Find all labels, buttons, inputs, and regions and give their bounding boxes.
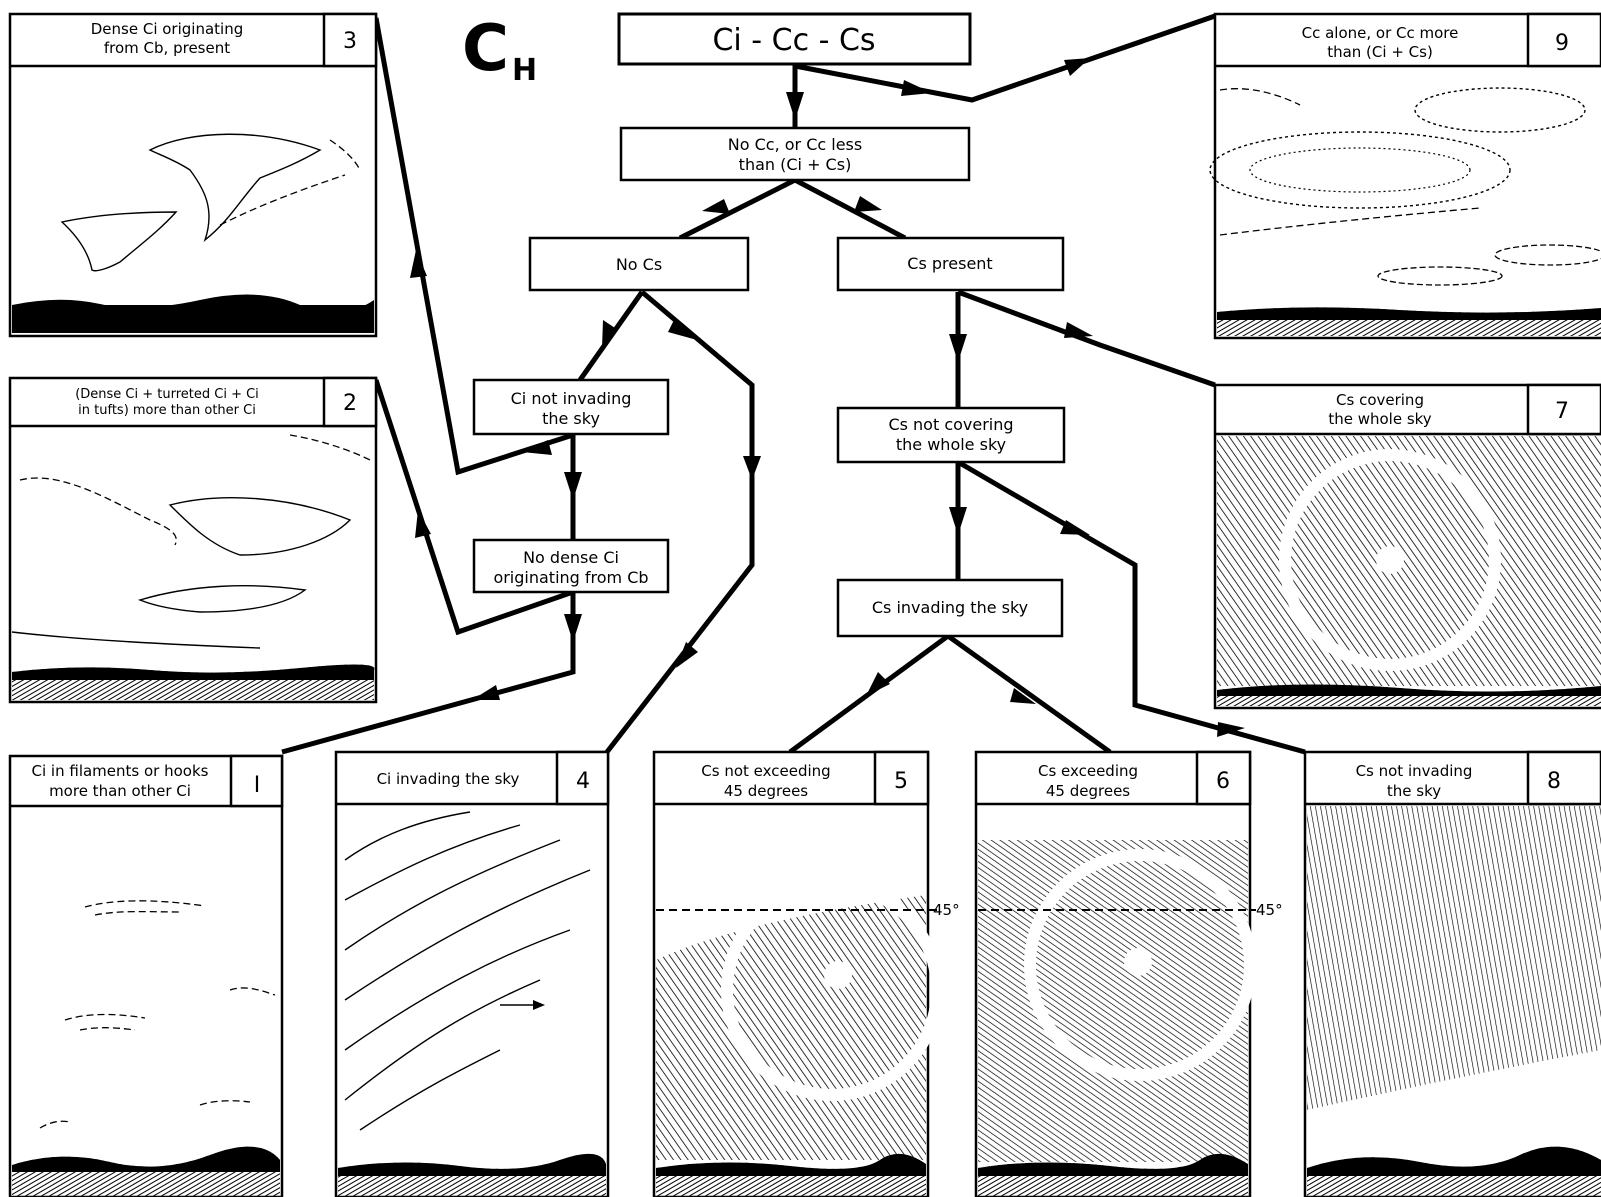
- panel-number: 3: [343, 29, 357, 54]
- arrowheads: [410, 58, 1245, 737]
- panel-label-line: Cs exceeding: [1038, 762, 1138, 780]
- node-no-cs: No Cs: [528, 236, 750, 292]
- panel-number: 8: [1547, 769, 1561, 794]
- panel-label-line: Dense Ci originating: [91, 20, 243, 38]
- arrowhead: [668, 318, 697, 340]
- arrowhead: [949, 507, 967, 535]
- node-ci-not-invading: Ci not invading the sky: [472, 378, 670, 436]
- panel-number: 7: [1555, 399, 1569, 424]
- node-no-cc: No Cc, or Cc less than (Ci + Cs): [619, 126, 971, 182]
- panel-label-line: 45 degrees: [724, 782, 808, 800]
- edge-no-cc-to-no-cs: [678, 177, 797, 241]
- node-no-dense-ci: No dense Ci originating from Cb: [472, 538, 670, 594]
- panel-number: 6: [1216, 769, 1230, 794]
- arrowhead: [1010, 688, 1036, 704]
- arrowhead: [866, 672, 890, 696]
- panel-5: Cs not exceeding 45 degrees 5 45°: [652, 750, 960, 1197]
- panel-label-line: Cc alone, or Cc more: [1302, 24, 1459, 42]
- arrowhead: [410, 250, 427, 278]
- panel-label-line: 45 degrees: [1046, 782, 1130, 800]
- panel-label-line: more than other Ci: [49, 782, 191, 800]
- arrowhead: [949, 334, 967, 362]
- cloud-sketch: [344, 811, 591, 1131]
- panel-7: Cs covering the whole sky 7: [1213, 383, 1601, 710]
- cloud-sketch: [60, 133, 361, 272]
- node-label-line: Ci not invading: [511, 389, 632, 408]
- panel-number: 4: [576, 769, 590, 794]
- node-label-line: Cs invading the sky: [872, 598, 1028, 617]
- edge-cs-present-to-panel-7: [957, 289, 1216, 388]
- arrowhead: [786, 92, 804, 120]
- panel-number: I: [254, 773, 261, 798]
- panel-label-line: Cs not exceeding: [701, 762, 830, 780]
- arrowhead: [743, 456, 761, 480]
- panel-3: Dense Ci originating from Cb, present 3: [8, 12, 378, 338]
- node-label-line: than (Ci + Cs): [739, 155, 852, 174]
- panel-label-line: in tufts) more than other Ci: [78, 403, 256, 418]
- arrowhead: [415, 510, 431, 538]
- node-label-line: No dense Ci: [523, 548, 619, 567]
- panel-label-line: from Cb, present: [104, 39, 230, 57]
- cloud-sketch: [11, 434, 371, 649]
- panel-2: (Dense Ci + turreted Ci + Ci in tufts) m…: [8, 376, 378, 704]
- edge-no-cs-to-panel-4: [605, 290, 755, 754]
- arrowhead: [676, 642, 698, 668]
- edge-no-dense-to-panel-2: [373, 379, 574, 636]
- panel-8: Cs not invading the sky 8: [1303, 750, 1601, 1197]
- node-label-line: No Cc, or Cc less: [728, 135, 862, 154]
- angle-label: 45°: [1256, 901, 1283, 919]
- panel-6: Cs exceeding 45 degrees 6 45°: [974, 750, 1283, 1197]
- arrowhead: [564, 472, 582, 500]
- node-label-line: Cs present: [907, 254, 992, 273]
- panel-label-line: the whole sky: [1328, 410, 1431, 428]
- edge-no-cc-to-cs-present: [793, 177, 907, 241]
- node-label-line: Cs not covering: [888, 415, 1013, 434]
- edge-root-to-panel-9: [794, 13, 1216, 103]
- arrowhead: [854, 196, 882, 212]
- node-label-line: the whole sky: [896, 435, 1006, 454]
- cloud-sketch: [39, 900, 276, 1129]
- arrowhead: [522, 440, 552, 455]
- panel-label-line: the sky: [1387, 782, 1441, 800]
- arrowhead: [1217, 722, 1245, 737]
- panel-number: 9: [1555, 31, 1569, 56]
- arrowhead: [702, 199, 730, 214]
- node-label-line: originating from Cb: [493, 568, 648, 587]
- panel-label-line: Ci invading the sky: [377, 770, 520, 788]
- panel-1: Ci in filaments or hooks more than other…: [8, 754, 284, 1197]
- cloud-sketch: [1209, 87, 1601, 286]
- node-label-line: the sky: [542, 409, 600, 428]
- title-main: C: [462, 12, 509, 86]
- panel-4: Ci invading the sky 4: [334, 750, 610, 1197]
- panel-label-line: Cs not invading: [1356, 762, 1473, 780]
- panel-label-line: than (Ci + Cs): [1327, 43, 1433, 61]
- node-cs-invading: Cs invading the sky: [836, 578, 1064, 638]
- arrowhead: [472, 685, 500, 700]
- panel-number: 2: [343, 391, 357, 416]
- arrowhead: [1060, 520, 1090, 535]
- arrowhead: [1064, 58, 1090, 76]
- arrowhead: [901, 80, 932, 96]
- arrowhead: [602, 320, 618, 348]
- arrowhead: [1064, 322, 1093, 338]
- node-root: Ci - Cc - Cs: [617, 12, 972, 66]
- edge-cs-invading-to-panel-6: [946, 633, 1112, 755]
- node-cs-not-covering: Cs not covering the whole sky: [836, 406, 1066, 464]
- node-cs-present: Cs present: [836, 236, 1065, 292]
- flow-edges: [281, 13, 1306, 755]
- node-label-line: No Cs: [616, 255, 662, 274]
- panel-number: 5: [894, 769, 908, 794]
- panel-9: Cc alone, or Cc more than (Ci + Cs) 9: [1209, 12, 1601, 340]
- panel-label-line: Ci in filaments or hooks: [32, 762, 209, 780]
- angle-label: 45°: [933, 901, 960, 919]
- arrowhead: [564, 614, 582, 642]
- diagram-title: C H: [462, 12, 537, 88]
- node-root-label: Ci - Cc - Cs: [712, 23, 875, 58]
- panel-label-line: Cs covering: [1336, 391, 1424, 409]
- panel-label-line: (Dense Ci + turreted Ci + Ci: [75, 387, 259, 402]
- title-subscript: H: [512, 53, 537, 88]
